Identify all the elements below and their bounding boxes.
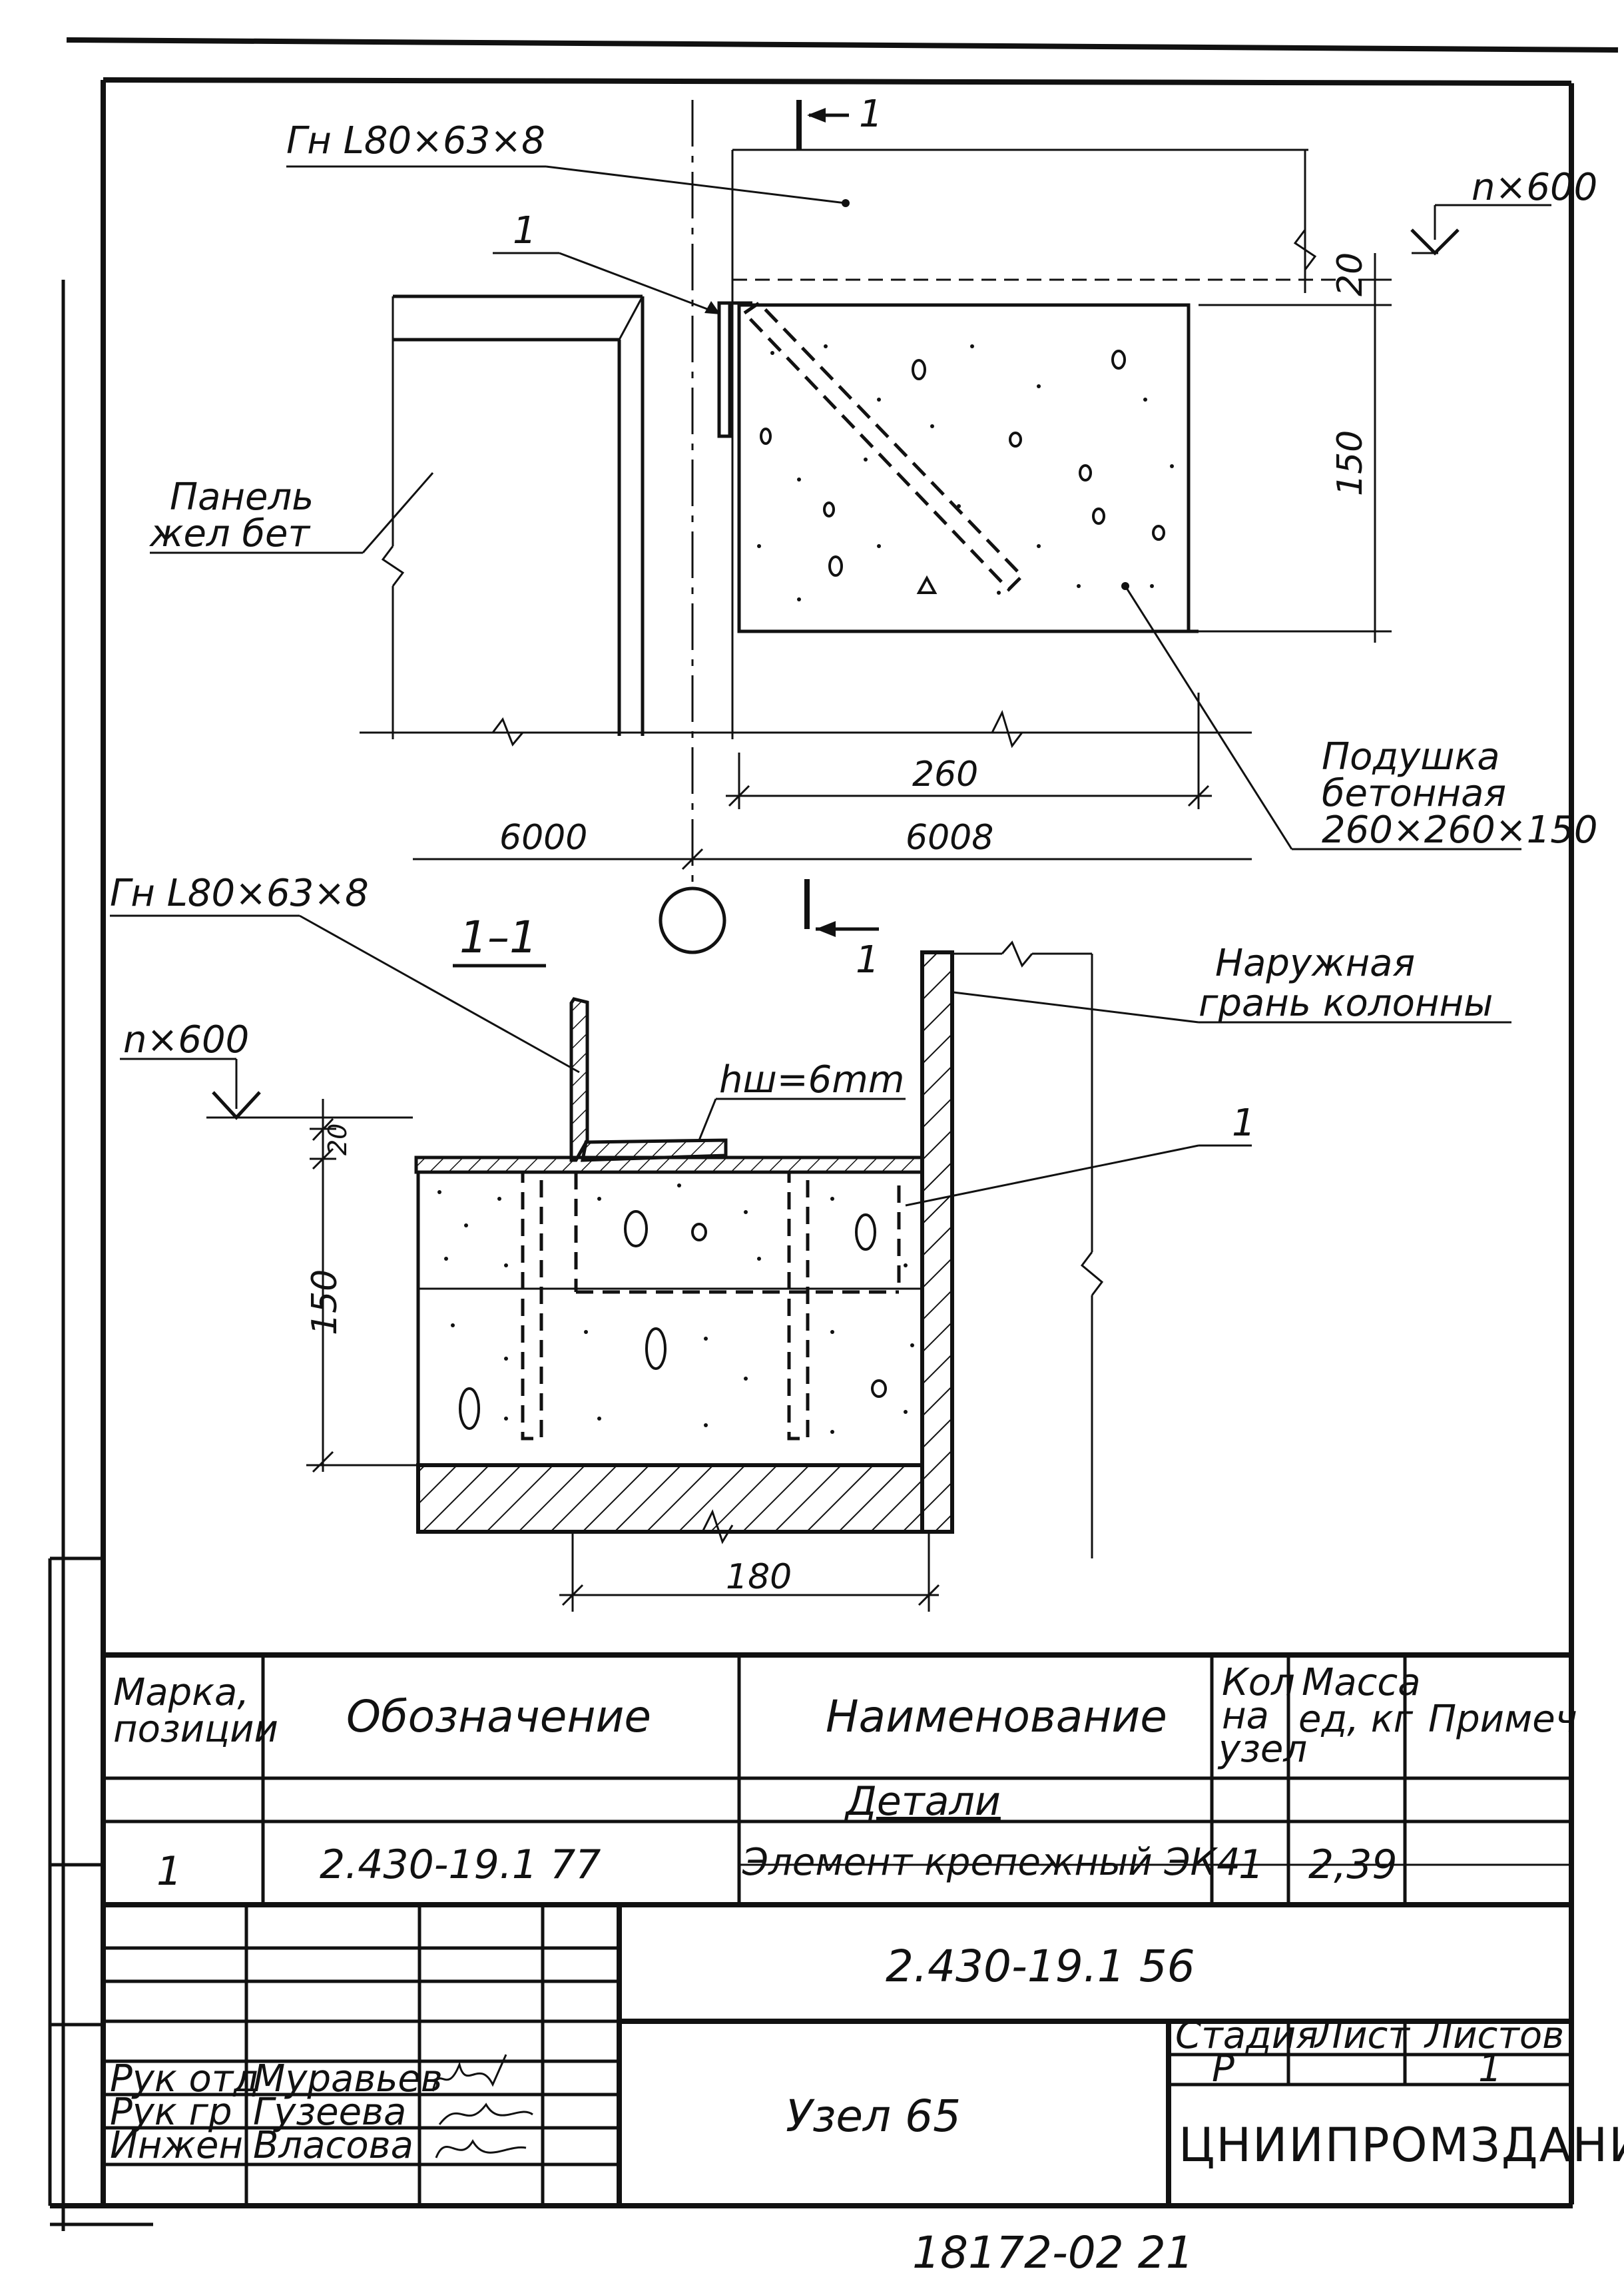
row-1-qty: 1 [1238, 1841, 1264, 1888]
plan-angle-label: Гн L80×63×8 [286, 119, 545, 163]
panel-label-1: Панель [170, 476, 314, 519]
pad-label-3: 260×260×150 [1322, 809, 1598, 852]
role-3: Инжен [110, 2124, 243, 2167]
row-1-designation: 2.430-19.1 77 [320, 1841, 601, 1888]
panel-label-2: жел бет [148, 512, 310, 555]
section-dim-20: 20 [323, 1124, 352, 1155]
signatures [431, 2054, 533, 2158]
hdr-mark-1: Марка, [113, 1671, 249, 1714]
concrete-pad-section [416, 1170, 924, 1467]
organization: ЦНИИПРОМЗДАНИЙ [1179, 2118, 1624, 2172]
hdr-name: Наименование [826, 1691, 1167, 1742]
node-title: Узел 65 [786, 2091, 961, 2142]
group-label: Детали [844, 1778, 1001, 1825]
sheets-value: 1 [1478, 2047, 1502, 2091]
spec-table: Марка, позиции Обозначение Наименование … [103, 1652, 1577, 1907]
hdr-qty-3: узел [1217, 1728, 1307, 1771]
steel-angle-section [569, 997, 589, 1162]
section-title: 1–1 [459, 912, 537, 963]
doc-code: 2.430-19.1 56 [886, 1941, 1195, 1992]
name-2: Гузеева [253, 2091, 406, 2134]
name-1: Муравьев [253, 2057, 443, 2101]
sheets-header: Листов [1424, 2014, 1564, 2057]
plan-item-callout: 1 [513, 209, 537, 252]
role-1: Рук отд [110, 2057, 259, 2101]
plan-section-mark: 1 [859, 93, 883, 136]
pad-label-2: бетонная [1322, 772, 1506, 815]
sheet-frame [48, 37, 1619, 2231]
concrete-panel [381, 294, 645, 739]
footer-code: 18172-02 21 [912, 2227, 1194, 2278]
plan-dim-260: 260 [912, 755, 978, 795]
hdr-mass-1: Масса [1302, 1661, 1421, 1704]
section-dim-150: 150 [305, 1269, 345, 1335]
plan-dim-150: 150 [1330, 430, 1370, 496]
axis-dim-right: 6008 [906, 818, 993, 858]
row-1-mass: 2,39 [1308, 1841, 1398, 1888]
hdr-mark-2: позиции [113, 1708, 278, 1751]
role-2: Рук гр [110, 2091, 232, 2134]
hdr-designation: Обозначение [346, 1691, 651, 1742]
plan-dim-20: 20 [1330, 252, 1370, 296]
row-1-mark: 1 [156, 1848, 182, 1895]
section-mark: 1 [856, 938, 880, 982]
stage-header: Стадия [1175, 2014, 1318, 2057]
column-wall [920, 950, 954, 1534]
hdr-mass-2: ед, кг [1298, 1698, 1414, 1741]
axis-dim-left: 6000 [499, 818, 587, 858]
stage-value: Р [1212, 2047, 1234, 2091]
row-1-name: Элемент крепежный ЭК4 [742, 1841, 1240, 1884]
section-dim-180: 180 [726, 1557, 792, 1597]
section-level-label: n×600 [123, 1018, 249, 1062]
column-label-1: Наружная [1215, 942, 1415, 985]
column-label-2: грань колонны [1199, 982, 1493, 1025]
plan-level-label: n×600 [1472, 166, 1597, 209]
axis-bubble [659, 886, 726, 954]
section-angle-label: Гн L80×63×8 [110, 872, 369, 915]
hdr-qty-1: Кол [1222, 1661, 1295, 1704]
hatched-base [416, 1463, 924, 1534]
sheet-header: Лист [1314, 2014, 1410, 2057]
pad-label-1: Подушка [1322, 735, 1500, 779]
section-view: 1–1 Гн L80×63×8 1 n×600 hш=6mm Наружная [110, 872, 1511, 1612]
section-item-callout: 1 [1232, 1102, 1256, 1145]
title-block: 2.430-19.1 56 Узел 65 Рук отд Рук гр Инж… [103, 1905, 1624, 2206]
section-aggregate [437, 1183, 914, 1434]
hdr-qty-2: на [1222, 1694, 1269, 1738]
pad-aggregate [757, 344, 1174, 601]
plan-view: 1 Гн L80×63×8 n×600 [148, 93, 1598, 954]
hdr-note: Примеч [1428, 1698, 1577, 1741]
weld-label: hш=6mm [719, 1058, 904, 1102]
name-3: Власова [253, 2124, 413, 2167]
